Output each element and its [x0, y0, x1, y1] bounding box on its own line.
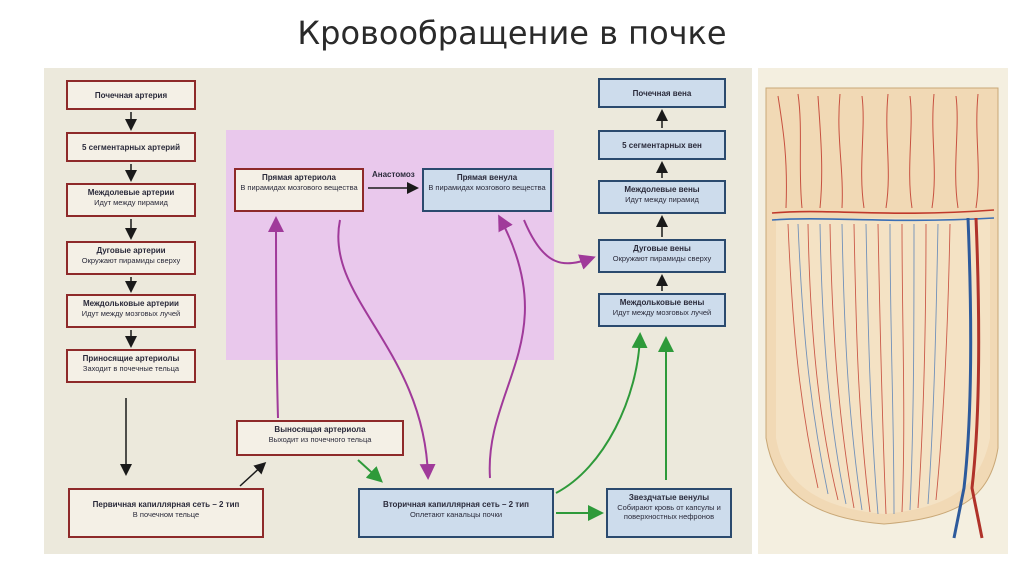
primary-capillary-net-subtitle: В почечном тельце — [132, 510, 200, 519]
segmental-arteries-box: 5 сегментарных артерий — [66, 132, 196, 162]
circulation-diagram-photo: Почечная артерия 5 сегментарных артерий … — [44, 68, 752, 554]
interlobar-veins-subtitle: Идут между пирамид — [625, 195, 699, 204]
afferent-arterioles-box: Приносящие артериолы Заходит в почечные … — [66, 349, 196, 383]
kidney-vessels-illustration — [758, 68, 1008, 554]
arcuate-arteries-title: Дуговые артерии — [96, 246, 166, 255]
interlobar-arteries-title: Междолевые артерии — [87, 188, 175, 197]
stellate-venules-subtitle: Собирают кровь от капсулы и поверхностны… — [617, 503, 721, 522]
efferent-arteriole-title: Выносящая артериола — [274, 425, 366, 434]
arrow-secondary-to-straight-venule — [488, 214, 526, 479]
arrow-straight-arteriole-to-secondary — [337, 219, 436, 480]
straight-venule-subtitle: В пирамидах мозгового вещества — [428, 183, 546, 192]
arcuate-veins-subtitle: Окружают пирамиды сверху — [612, 254, 712, 263]
interlobar-veins-title: Междолевые вены — [624, 185, 700, 194]
secondary-capillary-net-box: Вторичная капиллярная сеть – 2 тип Оплет… — [358, 488, 554, 538]
arrow-secondary-to-interlobular-vein — [555, 332, 648, 494]
afferent-arterioles-title: Приносящие артериолы — [82, 354, 180, 363]
interlobular-arteries-subtitle: Идут между мозговых лучей — [81, 309, 181, 318]
interlobular-arteries-title: Междольковые артерии — [83, 299, 179, 308]
segmental-veins-box: 5 сегментарных вен — [598, 130, 726, 160]
straight-arteriole-box: Прямая артериола В пирамидах мозгового в… — [234, 168, 364, 212]
straight-venule-box: Прямая венула В пирамидах мозгового веще… — [422, 168, 552, 212]
interlobar-arteries-box: Междолевые артерии Идут между пирамид — [66, 183, 196, 217]
efferent-arteriole-box: Выносящая артериола Выходит из почечного… — [236, 420, 404, 456]
segmental-veins-title: 5 сегментарных вен — [622, 141, 702, 150]
renal-artery-title: Почечная артерия — [94, 91, 168, 100]
anastomosis-label: Анастомоз — [372, 170, 415, 179]
flow-arrows — [120, 109, 674, 521]
segmental-arteries-title: 5 сегментарных артерий — [81, 143, 180, 152]
arrow-venule-to-arcuate-vein — [523, 219, 596, 270]
arcuate-arteries-subtitle: Окружают пирамиды сверху — [81, 256, 181, 265]
renal-artery-box: Почечная артерия — [66, 80, 196, 110]
arrow-primary-to-efferent — [239, 461, 267, 487]
arrow-efferent-to-secondary — [357, 459, 383, 483]
arcuate-arteries-box: Дуговые артерии Окружают пирамиды сверху — [66, 241, 196, 275]
interlobar-veins-box: Междолевые вены Идут между пирамид — [598, 180, 726, 214]
interlobular-arteries-box: Междольковые артерии Идут между мозговых… — [66, 294, 196, 328]
straight-venule-title: Прямая венула — [456, 173, 518, 182]
primary-capillary-net-title: Первичная капиллярная сеть – 2 тип — [92, 500, 240, 509]
efferent-arteriole-subtitle: Выходит из почечного тельца — [268, 435, 372, 444]
renal-vein-title: Почечная вена — [632, 89, 692, 98]
secondary-capillary-net-title: Вторичная капиллярная сеть – 2 тип — [383, 500, 529, 509]
arcuate-veins-box: Дуговые вены Окружают пирамиды сверху — [598, 239, 726, 273]
secondary-capillary-net-subtitle: Оплетают канальцы почки — [409, 510, 503, 519]
straight-arteriole-subtitle: В пирамидах мозгового вещества — [240, 183, 358, 192]
primary-capillary-net-box: Первичная капиллярная сеть – 2 тип В поч… — [68, 488, 264, 538]
interlobular-veins-subtitle: Идут между мозговых лучей — [612, 308, 712, 317]
afferent-arterioles-subtitle: Заходит в почечные тельца — [82, 364, 180, 373]
arrow-efferent-to-straight-arteriole — [268, 216, 285, 419]
kidney-vessels-drawing — [765, 87, 999, 539]
straight-arteriole-title: Прямая артериола — [262, 173, 336, 182]
interlobular-veins-box: Междольковые вены Идут между мозговых лу… — [598, 293, 726, 327]
interlobular-veins-title: Междольковые вены — [619, 298, 705, 307]
slide-title: Кровообращение в почке — [297, 14, 727, 52]
arcuate-veins-title: Дуговые вены — [633, 244, 691, 253]
interlobar-arteries-subtitle: Идут между пирамид — [94, 198, 168, 207]
renal-vein-box: Почечная вена — [598, 78, 726, 108]
stellate-venules-title: Звездчатые венулы — [628, 493, 710, 502]
stellate-venules-box: Звездчатые венулы Собирают кровь от капс… — [606, 488, 732, 538]
